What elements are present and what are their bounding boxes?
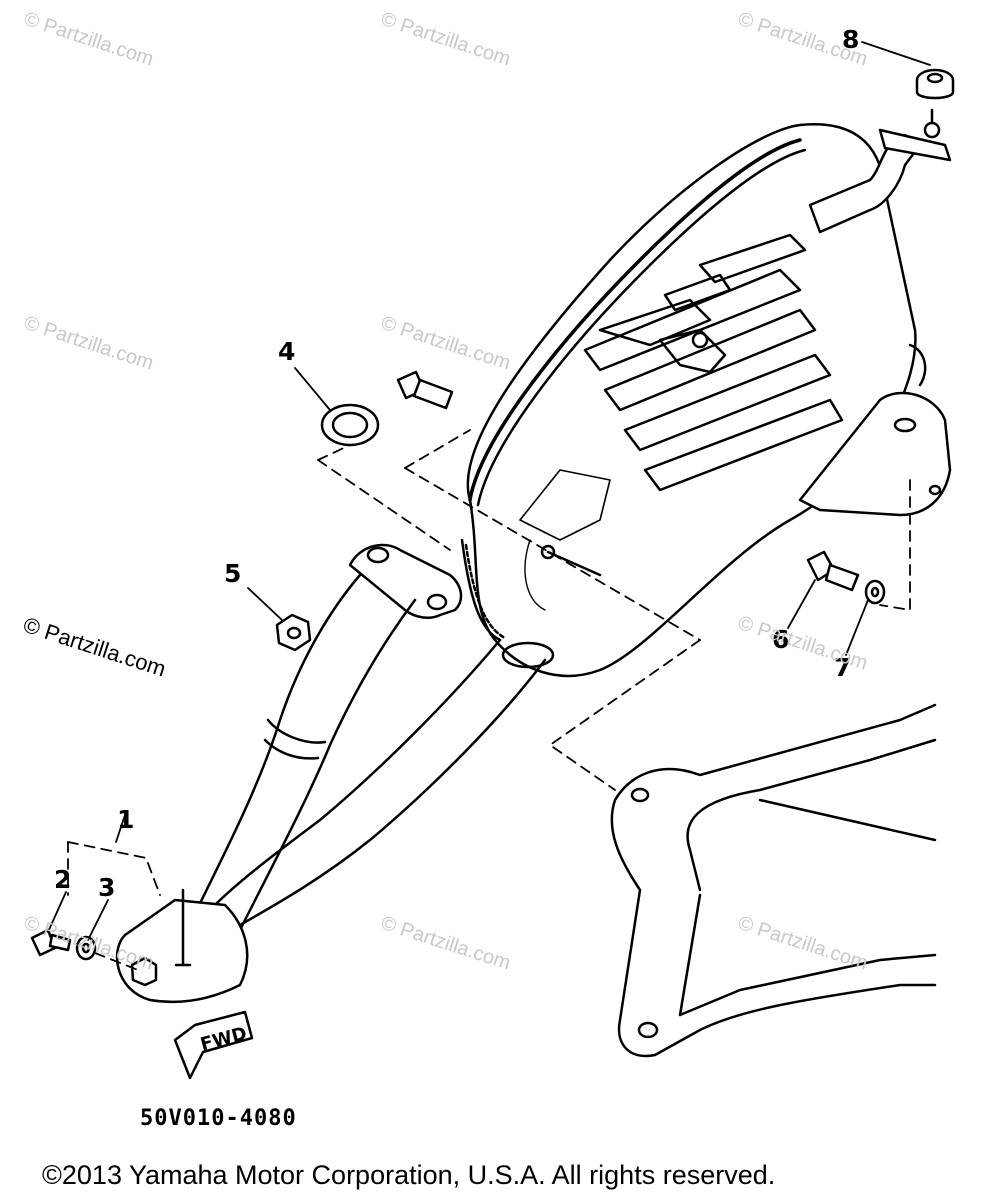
callout-8: 8 <box>842 25 859 54</box>
fwd-arrow: FWD <box>173 1010 254 1080</box>
callout-3: 3 <box>98 873 115 902</box>
callout-7: 7 <box>834 653 851 682</box>
fasteners <box>30 68 955 987</box>
callout-2: 2 <box>54 865 71 894</box>
callout-5: 5 <box>224 559 241 588</box>
callout-4: 4 <box>278 337 295 366</box>
frame-bracket <box>610 703 937 1058</box>
leader-lines <box>47 41 931 971</box>
callout-6: 6 <box>772 625 789 654</box>
diagram-code: 50V010-4080 <box>140 1106 297 1131</box>
callout-numbers: 1 2 3 4 5 6 7 8 <box>54 25 859 902</box>
copyright-notice: ©2013 Yamaha Motor Corporation, U.S.A. A… <box>42 1160 776 1190</box>
muffler <box>460 108 952 678</box>
callout-1: 1 <box>117 805 134 834</box>
